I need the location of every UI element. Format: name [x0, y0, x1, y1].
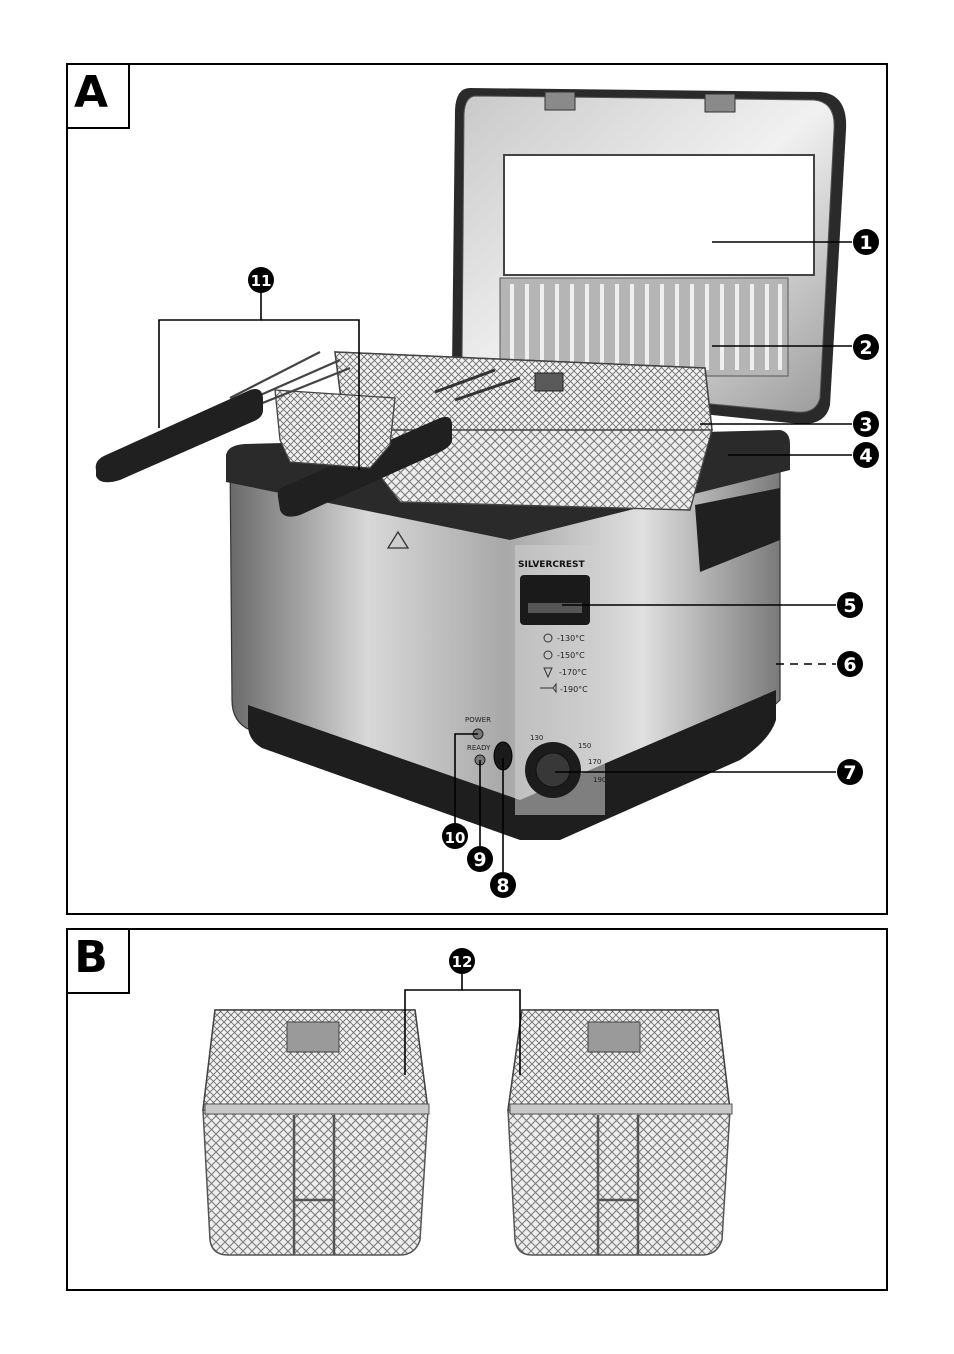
svg-text:12: 12: [452, 953, 473, 971]
callout-11: 11: [158, 267, 360, 470]
brand-logo: SILVERCREST: [518, 560, 586, 570]
section-b-frame: [66, 928, 888, 1291]
food-icon: [543, 633, 553, 643]
display-bar: [528, 603, 582, 613]
temperature-list: -130°C -150°C -170°C -190°C: [540, 633, 588, 694]
dial-mark-130: 130: [530, 734, 543, 742]
warning-triangle-icon: [386, 530, 410, 549]
section-a-frame: [66, 63, 888, 915]
small-basket: [95, 351, 396, 483]
svg-text:11: 11: [251, 272, 272, 290]
side-handle: [695, 488, 780, 572]
section-b-letter: B: [74, 932, 108, 983]
food-icon: [543, 650, 553, 660]
svg-text:5: 5: [843, 595, 856, 617]
fish-icon: [540, 682, 557, 694]
svg-text:2: 2: [859, 337, 872, 359]
ready-label: READY: [467, 744, 491, 752]
basket-label-plate: [587, 1021, 641, 1053]
small-basket-right: [507, 1009, 733, 1256]
basket-handle-small[interactable]: [95, 389, 263, 483]
svg-text:8: 8: [496, 875, 509, 897]
basket-label-plate: [286, 1021, 340, 1053]
small-basket-left: [202, 1009, 430, 1256]
section-a: A: [66, 63, 888, 915]
temperature-dial-knob[interactable]: [535, 752, 571, 788]
callout-12: 12: [404, 948, 521, 1075]
lid: [452, 88, 847, 425]
svg-text:10: 10: [445, 829, 466, 847]
dial-mark-190: 190: [593, 776, 606, 784]
section-b: B 12: [66, 928, 888, 1291]
power-label: POWER: [465, 716, 491, 724]
large-basket: [277, 351, 713, 517]
svg-text:3: 3: [859, 414, 872, 436]
callout-7: 7: [555, 759, 863, 785]
svg-text:9: 9: [473, 849, 486, 871]
lid-viewing-window: [503, 154, 815, 276]
dial-mark-170: 170: [588, 758, 601, 766]
control-panel: SILVERCREST -130°C -150°C -170°C -190°C …: [465, 545, 606, 815]
svg-text:4: 4: [859, 445, 872, 467]
food-icon: [543, 667, 553, 679]
temp-label-130: -130°C: [557, 634, 585, 643]
callout-1: 1: [712, 229, 879, 255]
callout-4: 4: [728, 442, 879, 468]
svg-text:7: 7: [843, 762, 856, 784]
temp-label-170: -170°C: [559, 668, 587, 677]
callout-5: 5: [562, 592, 863, 618]
callout-10: 10: [442, 733, 478, 849]
callout-6: 6: [776, 651, 863, 677]
housing-base-left: [248, 705, 520, 840]
section-a-letter: A: [74, 67, 108, 118]
section-b-tab: [66, 928, 130, 994]
callout-8: 8: [490, 758, 516, 898]
svg-text:6: 6: [843, 654, 856, 676]
dial-mark-150: 150: [578, 742, 591, 750]
temperature-display-window: [520, 575, 590, 625]
svg-text:1: 1: [859, 232, 872, 254]
lid-filter-grille: [499, 277, 789, 377]
temp-label-190: -190°C: [560, 685, 588, 694]
section-a-tab: [66, 63, 130, 129]
callout-3: 3: [700, 411, 879, 437]
temp-label-150: -150°C: [557, 651, 585, 660]
callout-9: 9: [467, 760, 493, 872]
callout-2: 2: [712, 334, 879, 360]
